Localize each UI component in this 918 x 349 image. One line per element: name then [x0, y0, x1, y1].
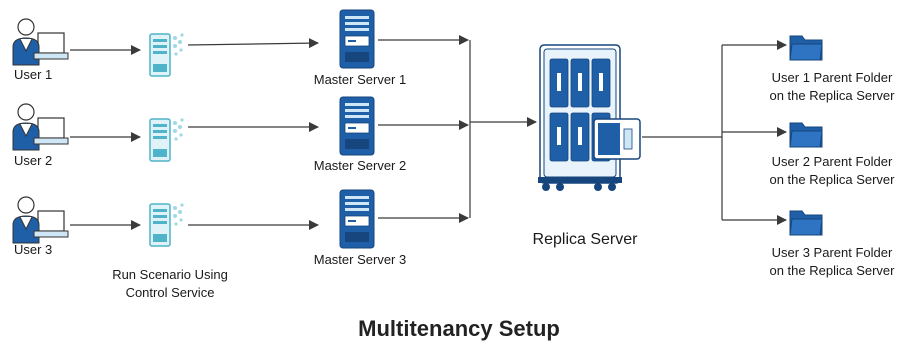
control-service-2-icon	[149, 118, 184, 162]
user-2-label: User 2	[14, 153, 53, 168]
control-service-1-icon	[149, 33, 184, 77]
folder-1-label-line2: on the Replica Server	[769, 88, 895, 103]
user-2-icon	[12, 103, 69, 151]
folder-1-label-line1: User 1 Parent Folder	[771, 70, 893, 85]
replica-server-label: Replica Server	[532, 231, 638, 248]
replica-server-icon	[538, 44, 641, 191]
master-server-2-label: Master Server 2	[313, 158, 407, 173]
user-1-label: User 1	[14, 67, 53, 82]
folder-3-label-line1: User 3 Parent Folder	[771, 245, 893, 260]
user-3-icon	[12, 196, 69, 244]
master-server-3-label: Master Server 3	[313, 252, 407, 267]
control-service-label-line1: Run Scenario Using	[112, 267, 228, 282]
arrow-control-to-master-1	[187, 38, 319, 49]
control-service-label-line2: Control Service	[125, 285, 215, 300]
user-1-icon	[12, 18, 69, 66]
folder-1-icon	[789, 35, 823, 61]
folder-3-label-line2: on the Replica Server	[769, 263, 895, 278]
folder-2-icon	[789, 122, 823, 148]
user-3-label: User 3	[14, 242, 53, 257]
master-server-3-icon	[339, 189, 375, 249]
diagram-title: Multitenancy Setup	[358, 316, 560, 341]
master-server-2-icon	[339, 96, 375, 156]
folder-2-label-line1: User 2 Parent Folder	[771, 154, 893, 169]
folder-2-label-line2: on the Replica Server	[769, 172, 895, 187]
master-server-1-label: Master Server 1	[313, 72, 407, 87]
folder-3-icon	[789, 210, 823, 236]
control-service-3-icon	[149, 203, 184, 247]
master-server-1-icon	[339, 9, 375, 69]
